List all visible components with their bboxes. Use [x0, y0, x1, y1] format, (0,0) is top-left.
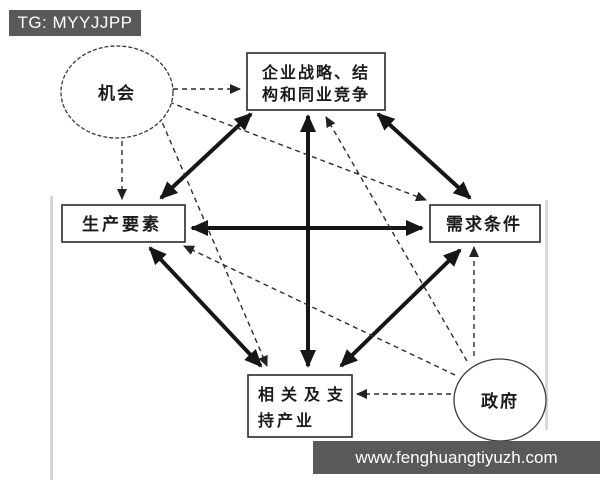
watermark-bar-text: www.fenghuangtiyuzh.com — [355, 447, 558, 467]
edge-chance-demand-dashed — [168, 101, 427, 202]
node-related-label-line2: 持产业 — [258, 411, 315, 430]
edge-government-strategy-dashed — [325, 116, 468, 362]
node-related-box — [247, 374, 353, 438]
node-demand-label: 需求条件 — [446, 214, 522, 235]
node-strategy-box — [246, 52, 386, 111]
node-demand-box — [429, 204, 541, 243]
page-edge-left-artifact — [50, 196, 53, 480]
node-strategy-label-line2: 构和同业竞争 — [262, 85, 370, 104]
edge-government-factors-dashed — [183, 245, 456, 376]
node-chance-label: 机会 — [98, 83, 136, 104]
watermark-badge: TG: MYYJJPP — [9, 10, 141, 36]
watermark-badge-text: TG: MYYJJPP — [17, 13, 133, 32]
page-edge-right-artifact — [545, 200, 548, 430]
edge-factors-related-solid — [148, 246, 263, 368]
watermark-bar: www.fenghuangtiyuzh.com — [313, 441, 600, 474]
node-strategy-label-line1: 企业战略、结 — [261, 63, 370, 82]
node-factors-label: 生产要素 — [82, 214, 162, 235]
node-government-label: 政府 — [481, 391, 519, 412]
node-related-label-line1: 相关及支 — [258, 385, 350, 404]
edge-chance-related-dashed — [158, 114, 268, 367]
node-factors-box — [61, 204, 186, 243]
edge-strategy-factors-solid — [159, 112, 253, 200]
edge-strategy-demand-solid — [376, 112, 472, 200]
edge-demand-related-solid — [339, 248, 462, 368]
node-chance-ellipse — [60, 45, 174, 139]
